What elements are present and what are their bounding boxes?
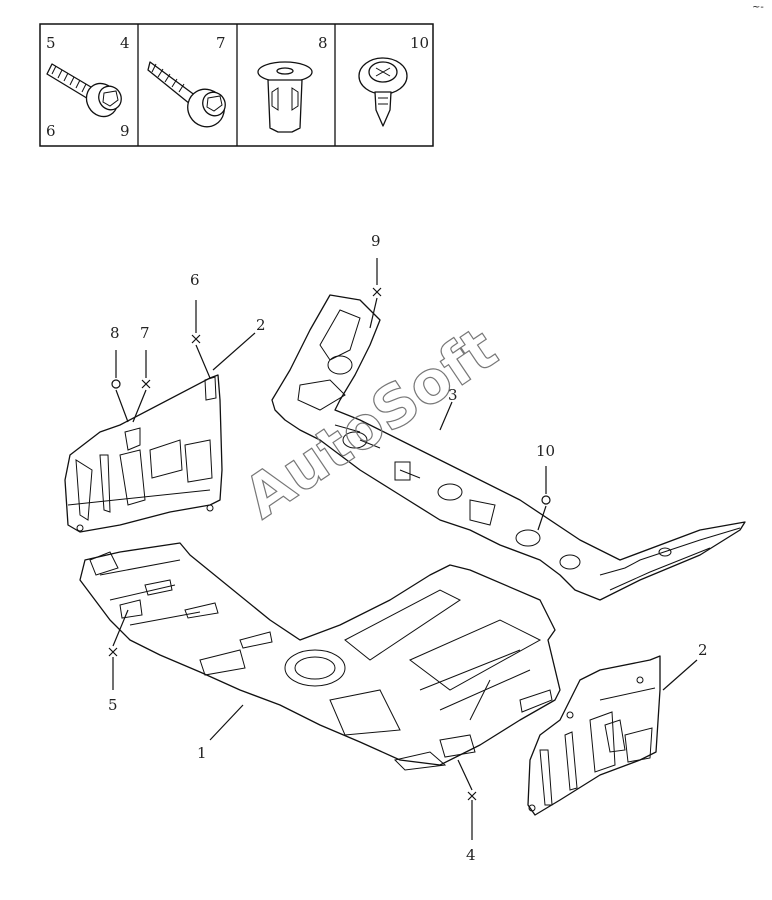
legend-label-7: 7	[216, 34, 226, 52]
callout-4: 4	[466, 846, 476, 864]
legend-label-9: 9	[120, 122, 130, 140]
bolt-marker-4	[467, 791, 477, 801]
crossmember-bracket	[271, 294, 746, 601]
callout-6: 6	[190, 271, 200, 289]
callout-10: 10	[536, 442, 555, 460]
callout-5: 5	[108, 696, 118, 714]
callout-leader-8b	[115, 389, 129, 423]
self-tapping-screw-icon	[147, 61, 226, 128]
callout-leader-2b	[662, 659, 698, 691]
callout-9: 9	[371, 232, 381, 250]
callout-leader-3	[439, 401, 453, 431]
callout-leader-7b	[132, 389, 147, 423]
legend-label-5: 5	[46, 34, 56, 52]
callout-leader-5b	[112, 609, 129, 647]
legend-label-8: 8	[318, 34, 328, 52]
legend-label-10: 10	[410, 34, 429, 52]
callout-1: 1	[197, 744, 207, 762]
legend-label-4: 4	[120, 34, 130, 52]
callout-leader-9b	[369, 297, 378, 329]
bolt-marker-5	[108, 647, 118, 657]
legend-label-6: 6	[46, 122, 56, 140]
push-clip-marker-10	[541, 495, 551, 505]
callout-leader-6b	[195, 344, 211, 379]
screw-marker-7	[141, 379, 151, 389]
push-clip-icon	[358, 57, 408, 127]
fastener-legend: 5 4 6 9 7 8 10	[39, 23, 434, 147]
bolt-marker-9	[372, 287, 382, 297]
nut-clip-marker-8	[111, 379, 121, 389]
callout-3: 3	[448, 386, 458, 404]
bolt-marker-6	[191, 334, 201, 344]
callout-leader-10b	[537, 505, 547, 531]
engine-undertray	[79, 542, 561, 771]
callout-2-right: 2	[698, 641, 708, 659]
hex-flange-bolt-icon	[46, 63, 122, 118]
left-side-shield	[64, 374, 223, 533]
callout-7: 7	[140, 324, 150, 342]
callout-leader-2a	[212, 332, 256, 371]
callout-leader-4b	[457, 759, 473, 791]
corner-mark: ~-	[752, 2, 764, 13]
nut-clip-icon	[257, 61, 313, 133]
callout-8: 8	[110, 324, 120, 342]
right-side-shield	[527, 655, 661, 816]
callout-2-left: 2	[256, 316, 266, 334]
callout-leader-1	[209, 704, 244, 741]
